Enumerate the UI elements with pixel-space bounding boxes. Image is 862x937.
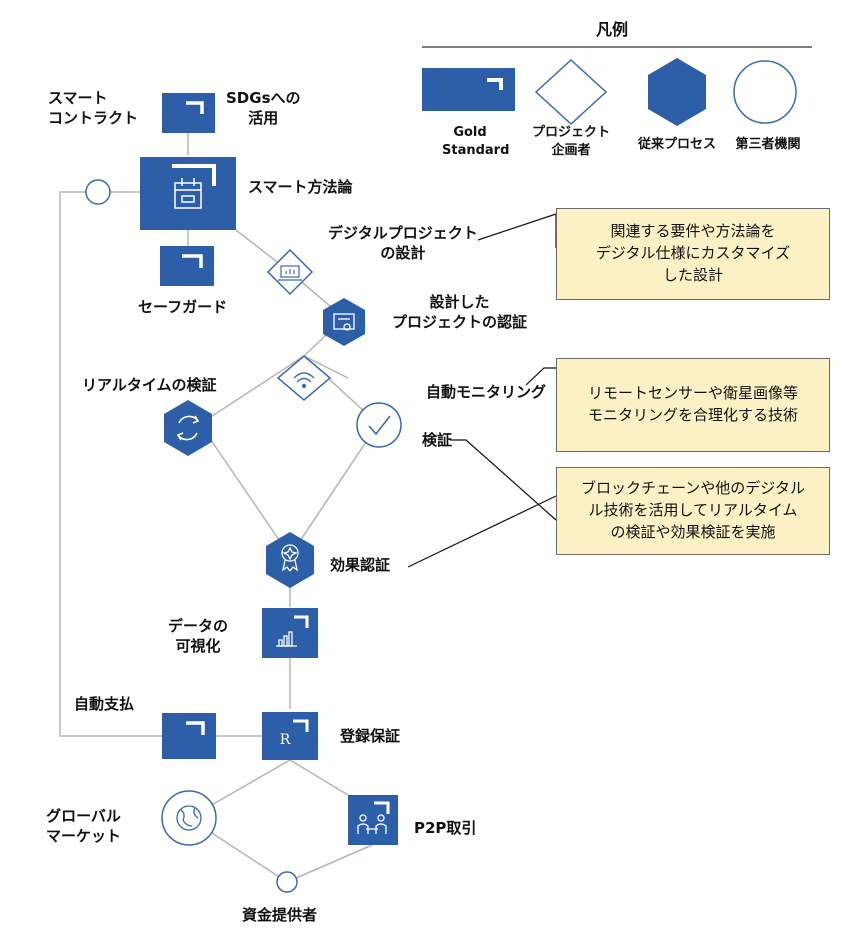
realtime-verify-hexagon xyxy=(164,400,212,456)
label-auto-monitoring: 自動モニタリング xyxy=(426,383,547,401)
wifi-icon xyxy=(293,372,315,389)
registry-letter: R xyxy=(280,732,291,748)
note-design: 関連する要件や方法論を デジタル仕様にカスタマイズ した設計 xyxy=(556,208,830,300)
calendar-icon xyxy=(174,178,202,209)
legend-label-project-planner: プロジェクト 企画者 xyxy=(531,125,610,158)
people-exchange-icon xyxy=(357,814,387,834)
monitoring-diamond xyxy=(276,355,332,401)
globe-icon xyxy=(176,805,202,831)
label-smart-contract: スマート コントラクト xyxy=(48,89,139,128)
legend-circle-icon xyxy=(733,60,797,124)
label-effect-cert: 効果認証 xyxy=(330,556,391,574)
legend-label-third-party: 第三者機関 xyxy=(735,137,801,152)
check-icon xyxy=(368,415,391,436)
certificate-icon xyxy=(333,313,355,331)
data-vis-square xyxy=(262,608,318,658)
label-digital-design: デジタルプロジェクト の設計 xyxy=(328,224,478,263)
sdgs-square xyxy=(162,93,215,133)
legend-hexagon-icon xyxy=(648,58,706,126)
laptop-chart-icon xyxy=(278,265,302,281)
legend-label-conventional-process: 従来プロセス xyxy=(637,137,716,152)
verify-circle xyxy=(356,402,402,448)
effect-cert-hexagon xyxy=(266,532,314,588)
label-safeguard: セーフガード xyxy=(138,298,228,316)
label-p2p: P2P取引 xyxy=(414,819,477,837)
legend-gold-standard-icon xyxy=(422,68,515,111)
label-funders: 資金提供者 xyxy=(242,906,318,924)
p2p-square xyxy=(348,795,398,845)
connectors xyxy=(59,130,379,883)
smart-methodology-square xyxy=(140,157,236,230)
legend-label-gold-standard: Gold Standard xyxy=(442,125,510,158)
label-smart-method: スマート方法論 xyxy=(248,178,353,196)
label-sdgs: SDGsへの 活用 xyxy=(226,89,301,128)
design-cert-hexagon xyxy=(323,298,365,346)
label-verify: 検証 xyxy=(422,431,453,449)
refresh-icon xyxy=(176,415,200,441)
label-registry: 登録保証 xyxy=(340,727,401,745)
label-design-cert: 設計した プロジェクトの認証 xyxy=(392,293,528,332)
note-verify: ブロックチェーンや他のデジタル ル技術を活用してリアルタイム の検証や効果検証を… xyxy=(556,467,830,555)
third-party-circle xyxy=(85,179,111,205)
legend-title: 凡例 xyxy=(596,20,629,39)
label-global-market: グローバル マーケット xyxy=(46,807,122,846)
global-market-circle xyxy=(161,790,217,846)
digital-design-diamond xyxy=(266,248,314,296)
registry-square: R xyxy=(262,712,318,760)
label-auto-pay: 自動支払 xyxy=(74,695,135,713)
note-monitoring: リモートセンサーや衛星画像等 モニタリングを合理化する技術 xyxy=(556,358,830,452)
label-data-vis: データの 可視化 xyxy=(168,617,229,656)
legend-diamond-icon xyxy=(534,58,608,126)
funders-circle xyxy=(276,871,298,893)
auto-pay-square xyxy=(162,713,216,759)
label-realtime-verify: リアルタイムの検証 xyxy=(82,376,217,394)
bar-chart-icon xyxy=(276,631,297,647)
safeguard-square xyxy=(160,246,214,286)
award-icon xyxy=(281,544,299,572)
